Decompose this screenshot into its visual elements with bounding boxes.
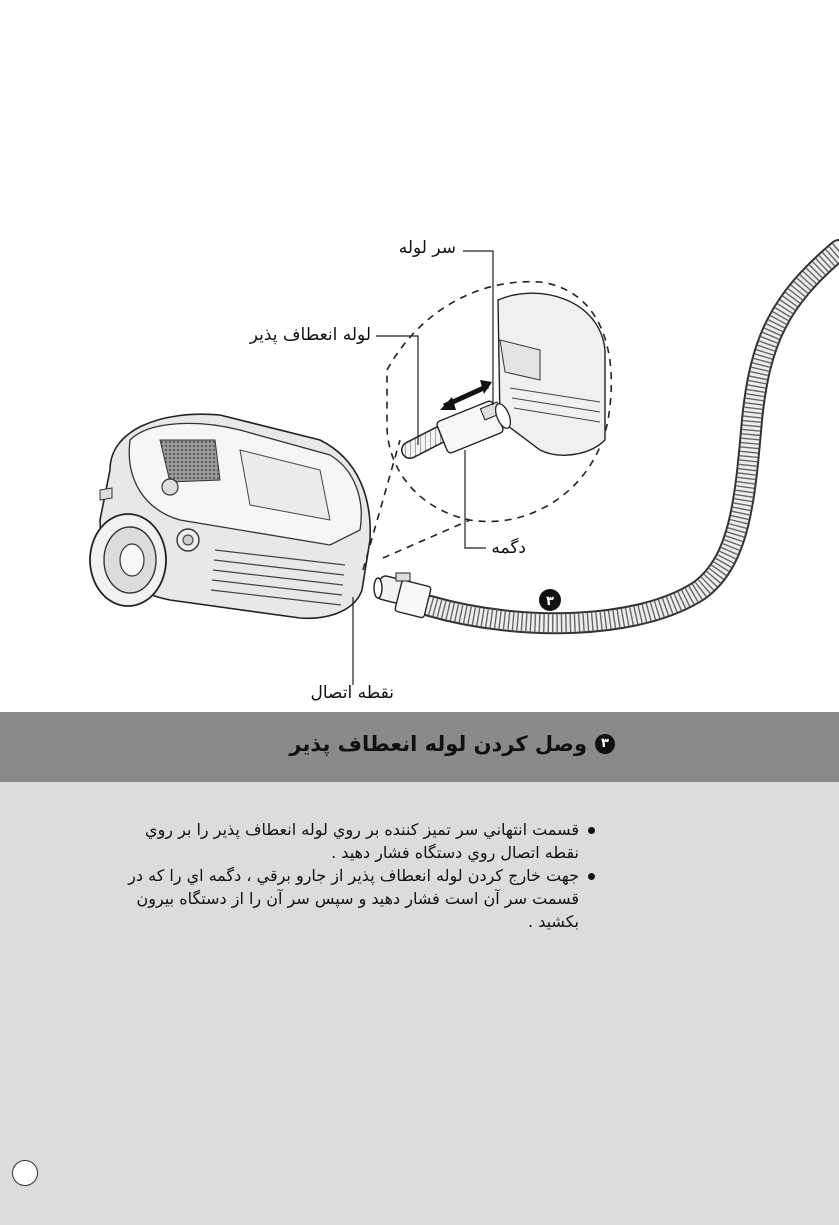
section-title-text: وصل كردن لوله انعطاف پذير <box>289 732 587 756</box>
illustration: ۳ <box>0 0 839 712</box>
hose-head-label: سر لوله <box>399 238 456 258</box>
section-title: ۳ وصل كردن لوله انعطاف پذير <box>289 732 615 756</box>
step-marker: ۳ <box>539 589 561 611</box>
svg-text:۳: ۳ <box>546 594 554 609</box>
instruction-item: قسمت انتهاني سر تميز كننده بر روي لوله ا… <box>125 818 595 864</box>
button-label: دگمه <box>491 538 526 558</box>
vacuum-cleaner-drawing <box>90 414 370 618</box>
instruction-item: جهت خارج كردن لوله انعطاف پذير از جارو ب… <box>125 864 595 933</box>
section-number-badge: ۳ <box>595 734 615 754</box>
section-header: ۳ وصل كردن لوله انعطاف پذير <box>0 712 839 782</box>
zoom-detail-drawing <box>410 293 605 455</box>
hose-connector-drawing <box>374 573 431 618</box>
flexible-hose-label: لوله انعطاف پذیر <box>250 325 371 345</box>
page-number-circle <box>12 1160 38 1186</box>
instruction-list: قسمت انتهاني سر تميز كننده بر روي لوله ا… <box>125 818 595 933</box>
instructions-panel: قسمت انتهاني سر تميز كننده بر روي لوله ا… <box>0 782 839 1225</box>
connection-point-label: نقطه اتصال <box>310 683 394 703</box>
